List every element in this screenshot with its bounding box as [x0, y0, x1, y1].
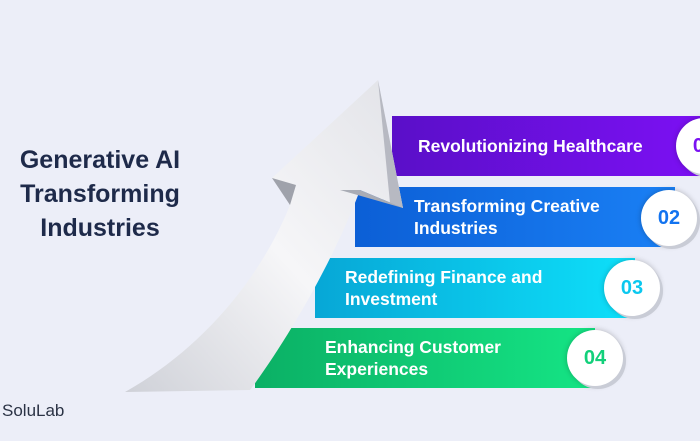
number-badge: 04	[567, 330, 623, 386]
number-badge: 03	[604, 260, 660, 316]
title-line: Industries	[40, 214, 160, 242]
item-healthcare: Revolutionizing Healthcare	[392, 116, 700, 176]
page-title: Generative AI Transforming Industries	[0, 143, 200, 245]
item-label: Redefining Finance and	[345, 267, 543, 287]
item-label: Revolutionizing Healthcare	[418, 136, 643, 156]
title-line: Transforming	[20, 180, 180, 208]
title-line: Generative AI	[19, 146, 181, 174]
item-label: Transforming Creative	[414, 196, 600, 216]
item-label: Investment	[345, 289, 438, 309]
item-label: Experiences	[325, 359, 429, 379]
number-badge: 02	[641, 190, 697, 246]
item-label: Industries	[414, 218, 498, 238]
brand-logo: SoluLab	[2, 401, 65, 420]
item-label: Enhancing Customer	[325, 337, 501, 357]
